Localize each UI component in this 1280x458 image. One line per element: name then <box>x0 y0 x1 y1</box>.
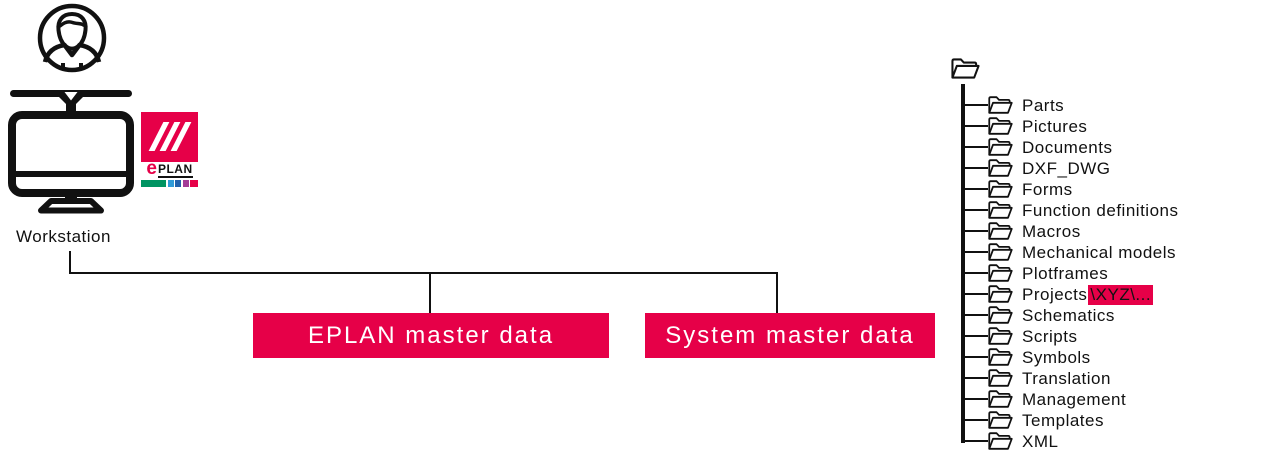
eplan-wordmark: e PLAN <box>141 158 198 179</box>
tree-item-documents: Documents <box>963 136 1112 158</box>
folder-icon <box>988 390 1013 408</box>
tree-branch-line <box>963 293 988 295</box>
tree-item-label: Translation <box>1022 368 1111 388</box>
tree-branch-line <box>963 440 988 442</box>
tree-item-label: Function definitions <box>1022 200 1179 220</box>
tree-item-label: Parts <box>1022 95 1065 115</box>
tree-item-dxf-dwg: DXF_DWG <box>963 157 1111 179</box>
tree-item-pictures: Pictures <box>963 115 1087 137</box>
folder-icon <box>988 117 1013 135</box>
tree-item-schematics: Schematics <box>963 304 1115 326</box>
folder-icon <box>988 243 1013 261</box>
folder-icon <box>988 264 1013 282</box>
tree-branch-line <box>963 146 988 148</box>
tree-branch-line <box>963 167 988 169</box>
folder-icon <box>988 327 1013 345</box>
tree-branch-line <box>963 230 988 232</box>
person-avatar-icon <box>37 3 107 73</box>
tree-item-label: Schematics <box>1022 305 1115 325</box>
tree-item-label: XML <box>1022 431 1059 451</box>
connector-eplan-drop <box>429 272 431 314</box>
folder-icon <box>988 201 1013 219</box>
tree-branch-line <box>963 377 988 379</box>
folder-icon <box>988 306 1013 324</box>
tree-branch-line <box>963 419 988 421</box>
tree-item-label: Plotframes <box>1022 263 1109 283</box>
root-folder-icon <box>951 58 980 79</box>
folder-icon <box>988 159 1013 177</box>
connector-workstation-drop <box>69 251 71 273</box>
color-bar-purple <box>182 180 189 187</box>
color-bar-blue <box>175 180 181 187</box>
tree-item-label: Scripts <box>1022 326 1078 346</box>
tree-branch-line <box>963 335 988 337</box>
tree-branch-line <box>963 356 988 358</box>
tree-item-label: Management <box>1022 389 1127 409</box>
eplan-wordmark-plan: PLAN <box>157 162 193 178</box>
tree-item-translation: Translation <box>963 367 1111 389</box>
tree-item-symbols: Symbols <box>963 346 1091 368</box>
folder-icon <box>988 285 1013 303</box>
eplan-master-data-box: EPLAN master data <box>253 313 609 358</box>
tree-item-highlight: \XYZ\... <box>1088 284 1154 305</box>
tree-item-templates: Templates <box>963 409 1104 431</box>
folder-icon <box>988 96 1013 114</box>
tree-item-label: Templates <box>1022 410 1104 430</box>
tree-trunk-line <box>961 84 965 443</box>
system-master-data-box: System master data <box>645 313 935 358</box>
tree-branch-line <box>963 104 988 106</box>
eplan-logo-square <box>141 112 198 162</box>
eplan-wordmark-e: e <box>146 158 157 179</box>
folder-icon <box>988 411 1013 429</box>
tree-item-label: Pictures <box>1022 116 1088 136</box>
color-bar-light-blue <box>167 180 174 187</box>
tree-branch-line <box>963 209 988 211</box>
folder-icon <box>988 138 1013 156</box>
folder-icon <box>988 432 1013 450</box>
tree-item-mechanical-models: Mechanical models <box>963 241 1176 263</box>
tree-item-label: Macros <box>1022 221 1081 241</box>
tree-branch-line <box>963 251 988 253</box>
tree-item-function-definitions: Function definitions <box>963 199 1178 221</box>
system-master-data-label: System master data <box>665 321 915 349</box>
tree-item-xml: XML <box>963 430 1058 452</box>
tree-branch-line <box>963 398 988 400</box>
tree-branch-line <box>963 125 988 127</box>
tree-item-label: Mechanical models <box>1022 242 1177 262</box>
color-bar-red <box>190 180 198 187</box>
tree-item-macros: Macros <box>963 220 1081 242</box>
tree-item-label: Projects <box>1022 284 1088 304</box>
eplan-color-bar <box>141 180 198 187</box>
tree-branch-line <box>963 272 988 274</box>
tree-item-label: DXF_DWG <box>1022 158 1111 178</box>
folder-icon <box>988 369 1013 387</box>
folder-icon <box>988 348 1013 366</box>
connector-horizontal <box>69 272 778 274</box>
workstation-label: Workstation <box>16 227 111 246</box>
tree-item-scripts: Scripts <box>963 325 1077 347</box>
tree-item-forms: Forms <box>963 178 1073 200</box>
tree-item-label: Symbols <box>1022 347 1091 367</box>
tree-item-parts: Parts <box>963 94 1064 116</box>
color-bar-green <box>141 180 166 187</box>
folder-icon <box>988 222 1013 240</box>
tree-item-projects: Projects \XYZ\... <box>963 283 1154 305</box>
folder-icon <box>988 180 1013 198</box>
eplan-master-data-label: EPLAN master data <box>307 321 555 349</box>
tree-item-plotframes: Plotframes <box>963 262 1108 284</box>
tree-branch-line <box>963 314 988 316</box>
tree-item-label: Documents <box>1022 137 1113 157</box>
connector-system-drop <box>776 272 778 314</box>
monitor-icon <box>8 90 134 214</box>
tree-item-label: Forms <box>1022 179 1073 199</box>
tree-branch-line <box>963 188 988 190</box>
tree-item-management: Management <box>963 388 1126 410</box>
